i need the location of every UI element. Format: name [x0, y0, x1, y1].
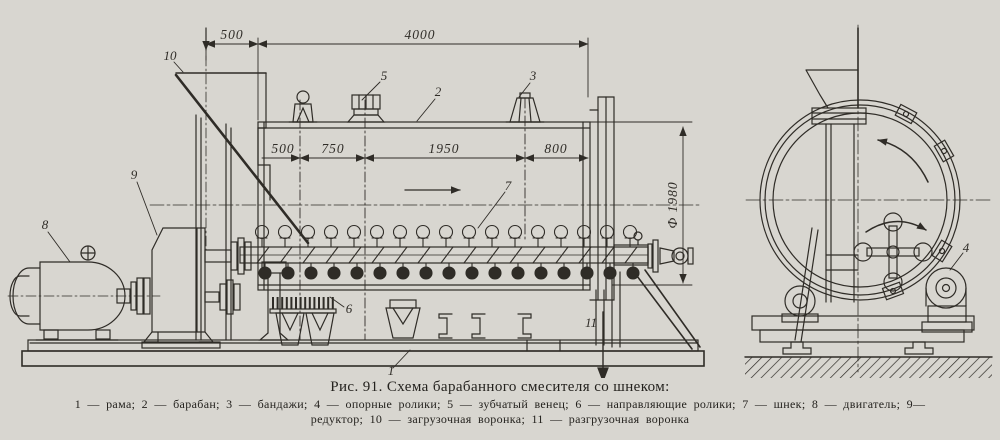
- callout-leaders: [47, 61, 964, 369]
- dim-diameter-1980: Ф 1980: [665, 181, 680, 228]
- callout-8-motor: 8: [42, 217, 49, 232]
- callout-1-frame: 1: [388, 363, 395, 378]
- gear-ring: [346, 94, 386, 123]
- ground-hatch: [744, 356, 993, 378]
- figure-caption: Рис. 91. Схема барабанного смесителя со …: [0, 379, 1000, 426]
- section-chute: [794, 27, 867, 343]
- dim-500-mid: 500: [271, 141, 294, 156]
- rotation-arrow-upper: [877, 138, 929, 183]
- channel-foot-2: [471, 313, 486, 339]
- end-support-brace: [611, 269, 701, 350]
- guide-roller-unit: [269, 297, 337, 346]
- loading-hopper: [174, 55, 310, 341]
- callout-4-support-rollers: 4: [963, 240, 970, 255]
- drum-cross-section: [745, 24, 991, 373]
- drum: [149, 96, 701, 301]
- dim-1950: 1950: [429, 141, 460, 156]
- figure-legend-line2: редуктор; 10 — загрузочная воронка; 11 —…: [310, 412, 690, 426]
- figure-legend-line1: 1 — рама; 2 — барабан; 3 — бандажи; 4 — …: [74, 397, 926, 411]
- dimension-lines: [205, 35, 693, 341]
- top-support-roller: [288, 90, 318, 123]
- dim-800: 800: [544, 141, 567, 156]
- motor: [7, 245, 161, 341]
- roller-bracket-2: [385, 299, 421, 339]
- callout-7-screw: 7: [505, 178, 512, 193]
- support-roller-right: [921, 267, 973, 333]
- discharge-chute: [595, 289, 609, 378]
- screw-conveyor: [239, 224, 649, 280]
- dim-750: 750: [321, 141, 344, 156]
- channel-foot-1: [438, 313, 453, 339]
- base-frame: [21, 339, 705, 367]
- callout-5-gear-ring: 5: [381, 68, 388, 83]
- channel-foot-3: [517, 313, 532, 339]
- mixer-schematic-drawing: 500 4000 500 750 1950 800 Ф 1980 10 5 2 …: [7, 24, 993, 378]
- figure-title: Рис. 91. Схема барабанного смесителя со …: [330, 379, 670, 395]
- callout-3-bandage: 3: [529, 68, 537, 83]
- callout-6-guide-rollers: 6: [346, 301, 353, 316]
- callout-2-drum: 2: [435, 84, 442, 99]
- section-base-frame: [751, 315, 975, 355]
- dim-4000: 4000: [405, 27, 436, 42]
- callout-11-discharge: 11: [585, 315, 597, 330]
- rotation-arrow-lower: [865, 220, 927, 233]
- screw-cross-paddles: [853, 212, 933, 292]
- callout-10-hopper: 10: [164, 48, 178, 63]
- dim-500-top: 500: [220, 27, 243, 42]
- callout-9-reducer: 9: [131, 167, 138, 182]
